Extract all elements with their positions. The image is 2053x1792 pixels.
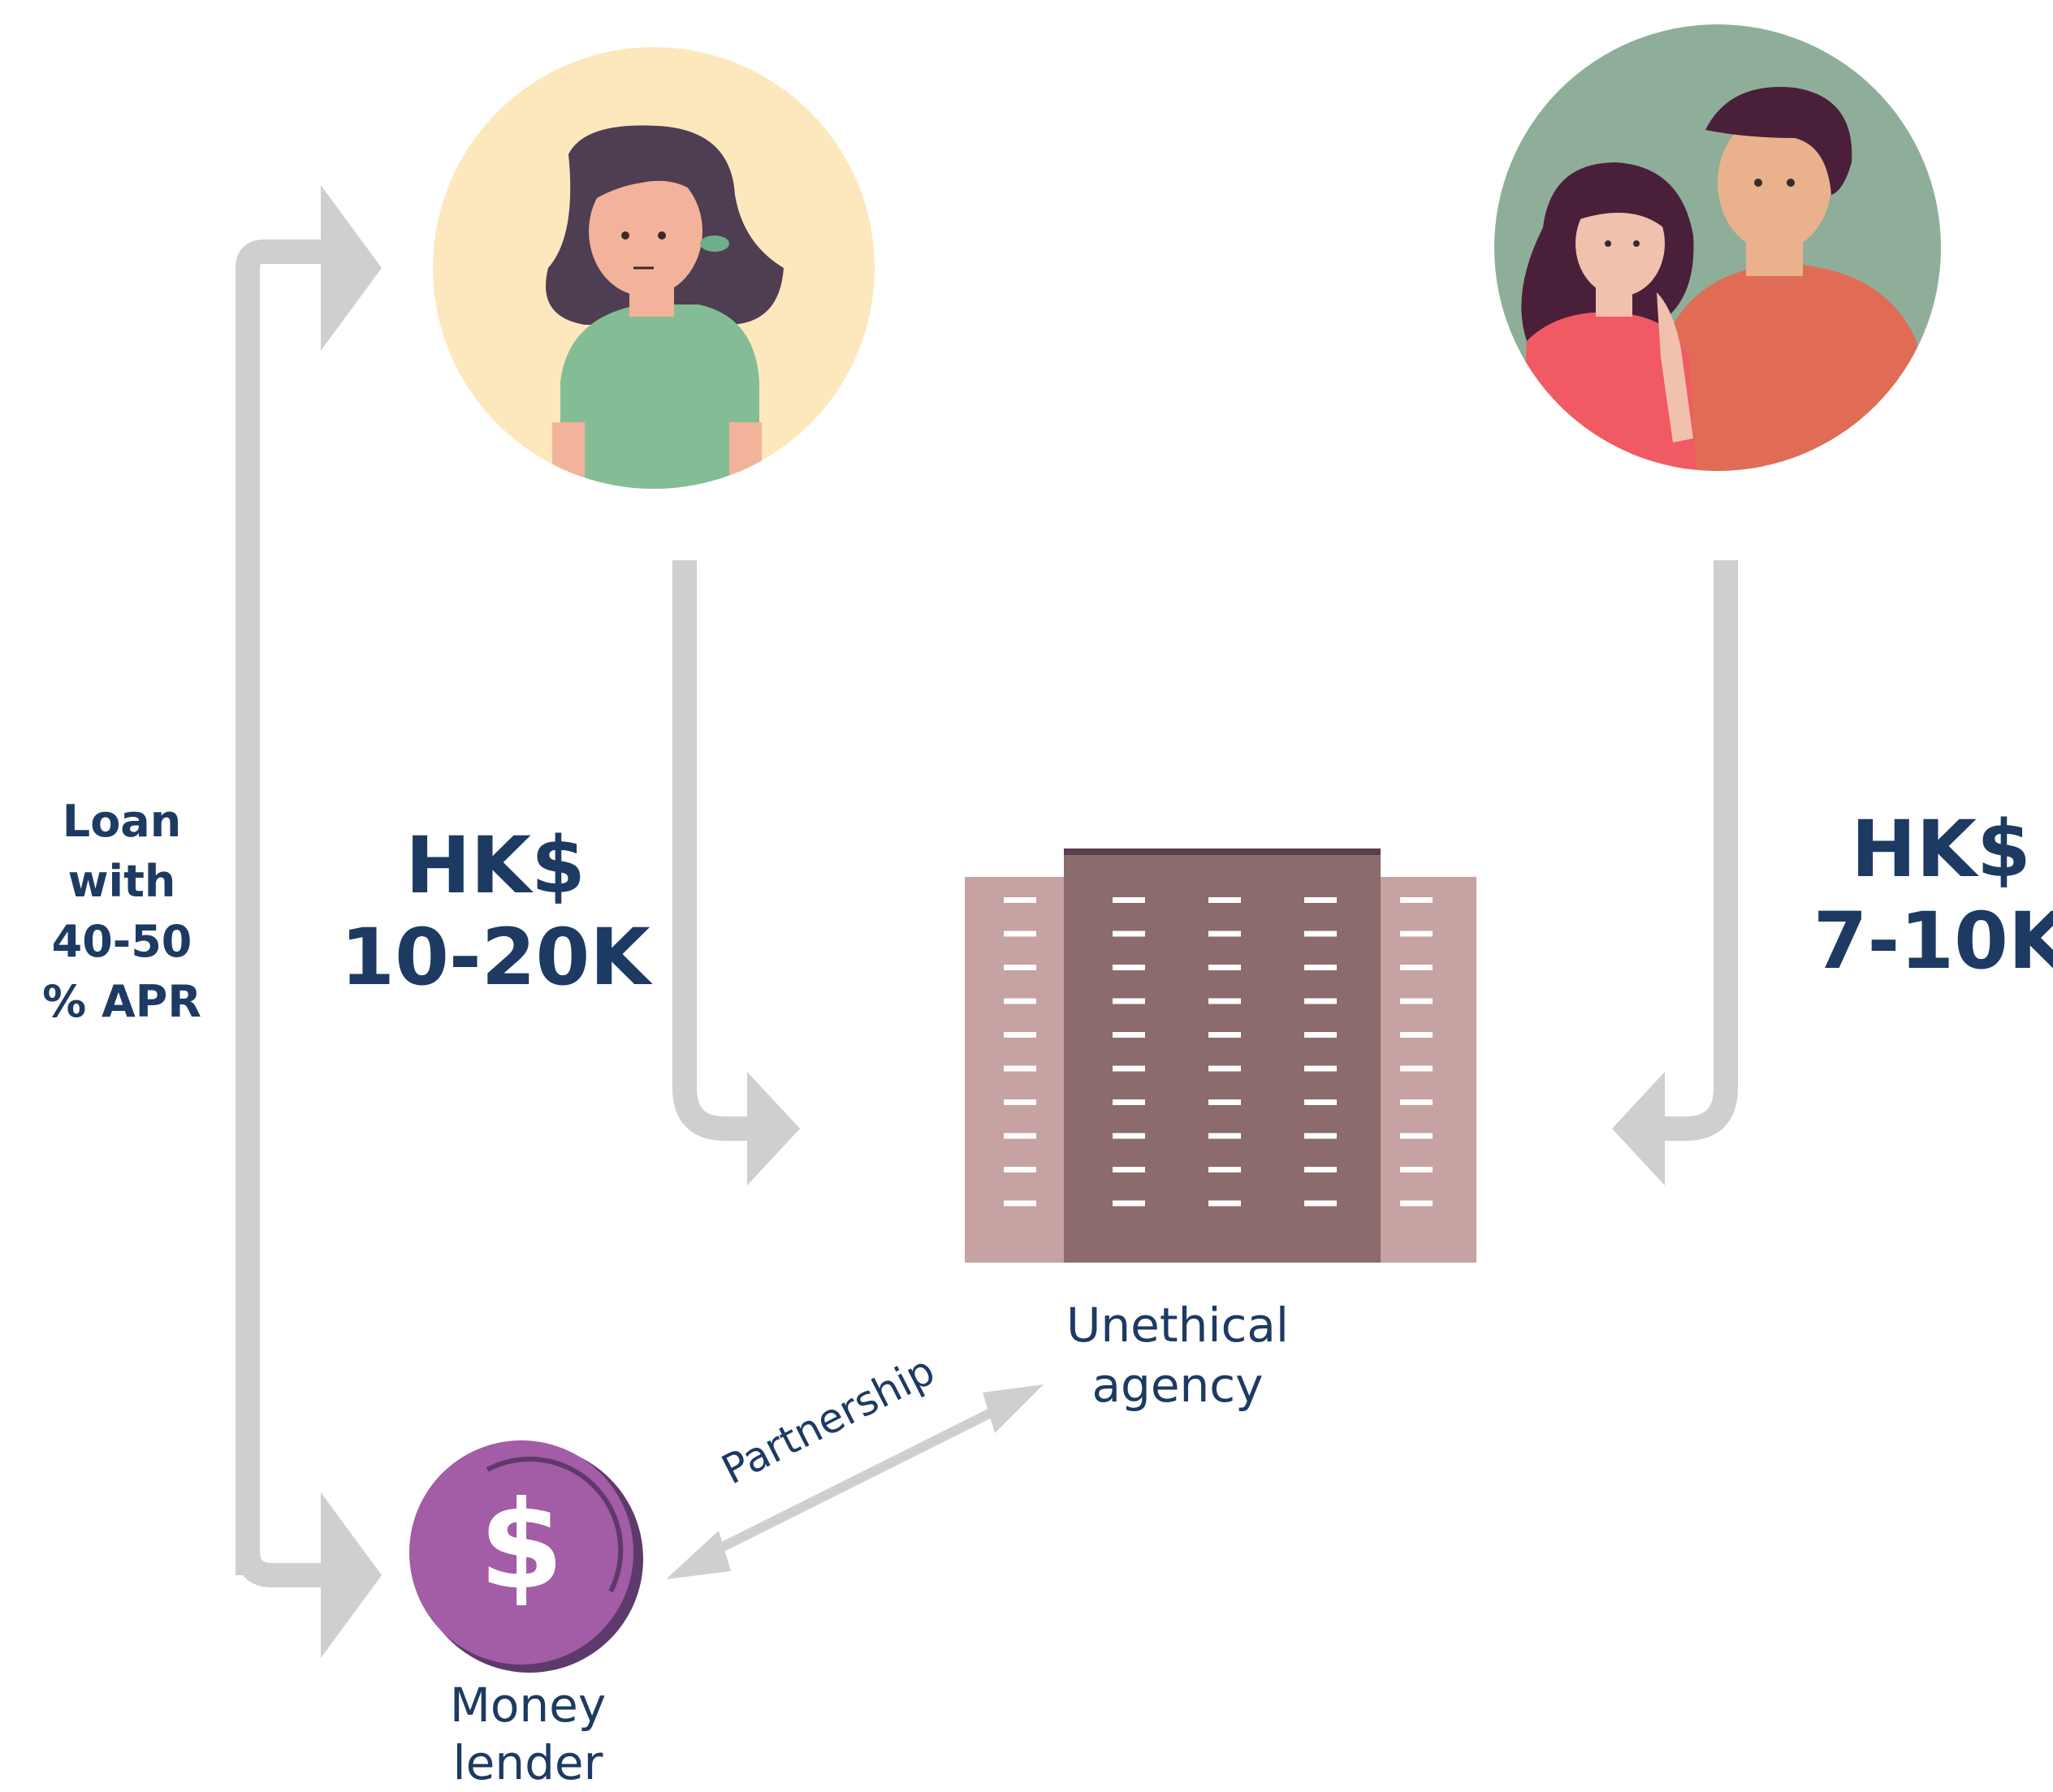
partnership-arrow-line	[696, 1400, 1009, 1564]
building-window	[1113, 1065, 1145, 1072]
flow-arrows	[236, 240, 1738, 1587]
agency-label-line-1: Unethical	[1065, 1298, 1290, 1353]
building-window	[1304, 1167, 1337, 1172]
loan-label: Loan with 40-50 % APR	[16, 792, 227, 1032]
building-window	[1304, 1065, 1337, 1072]
building-window	[1004, 931, 1036, 937]
building-window	[1400, 965, 1433, 970]
svg-text:$: $	[479, 1475, 564, 1617]
loan-line-4: % APR	[42, 975, 201, 1027]
building-window	[1208, 931, 1241, 937]
woman-to-agency-arrow-line	[672, 560, 755, 1141]
building-window	[1004, 1099, 1036, 1105]
building-window	[1208, 1099, 1241, 1105]
arrow-heads	[321, 185, 1665, 1658]
building-window	[1208, 1032, 1241, 1038]
loan-arrow-line	[236, 240, 325, 1587]
building-window	[1004, 1065, 1036, 1072]
loan-line-3: 40-50	[51, 915, 192, 967]
building-icon	[965, 849, 1476, 1263]
building-window	[1400, 931, 1433, 937]
building-window	[1113, 998, 1145, 1004]
agency-label-line-2: agency	[1091, 1358, 1264, 1414]
money-lender-label: Money lender	[390, 1677, 666, 1792]
building-window	[1208, 965, 1241, 970]
building-window	[1400, 897, 1433, 903]
building-window	[1004, 1133, 1036, 1139]
amount-label-left: HK$ 10-20K	[309, 820, 682, 1004]
building-window	[1400, 1065, 1433, 1072]
building-window	[1400, 1099, 1433, 1105]
lender-label-line-2: lender	[452, 1734, 603, 1790]
building-window	[1304, 1200, 1337, 1207]
loan-line-2: with	[67, 855, 176, 907]
building-window	[1208, 1065, 1241, 1072]
lender-label-line-1: Money	[449, 1678, 607, 1733]
dollar-coin-icon: $	[409, 1440, 643, 1673]
building-window	[1400, 1133, 1433, 1139]
building-window	[1004, 1032, 1036, 1038]
amount-label-right: HK$ 7-10K	[1787, 804, 2053, 988]
couple-to-agency-arrow-line	[1657, 560, 1738, 1141]
building-window	[1004, 998, 1036, 1004]
arrowhead-woman-to-agency	[747, 1072, 800, 1185]
building-window	[1004, 1200, 1036, 1207]
building-window	[1400, 998, 1433, 1004]
building-window	[1113, 1133, 1145, 1139]
building-window	[1004, 1167, 1036, 1172]
building-window	[1004, 897, 1036, 903]
building-window	[1113, 1200, 1145, 1207]
arrowhead-to-woman	[321, 185, 382, 351]
amount-left-currency: HK$	[405, 820, 586, 911]
building-window	[1113, 1099, 1145, 1105]
arrowhead-partnership-agency	[983, 1384, 1044, 1433]
building-window	[1304, 1032, 1337, 1038]
building-window	[1208, 1167, 1241, 1172]
building-window	[1304, 965, 1337, 970]
building-window	[1208, 1200, 1241, 1207]
amount-right-value: 7-10K	[1813, 896, 2053, 987]
building-window	[1004, 965, 1036, 970]
building-window	[1304, 1099, 1337, 1105]
amount-left-value: 10-20K	[340, 912, 650, 1004]
amount-right-currency: HK$	[1851, 804, 2031, 895]
building-window	[1113, 897, 1145, 903]
agency-label: Unethical agency	[1015, 1295, 1340, 1415]
building-window	[1208, 897, 1241, 903]
arrowhead-partnership-lender	[666, 1531, 731, 1579]
building-window	[1400, 1032, 1433, 1038]
building-window	[1208, 1133, 1241, 1139]
building-window	[1304, 931, 1337, 937]
building-window	[1113, 965, 1145, 970]
loan-line-1: Loan	[62, 796, 182, 847]
building-window	[1113, 1167, 1145, 1172]
building-window	[1400, 1200, 1433, 1207]
building-window	[1208, 998, 1241, 1004]
building-window	[1304, 897, 1337, 903]
arrowhead-to-lender	[321, 1492, 382, 1658]
building-window	[1400, 1167, 1433, 1172]
couple-portrait	[1494, 24, 1941, 471]
building-window	[1304, 998, 1337, 1004]
woman-portrait	[433, 47, 875, 489]
arrowhead-couple-to-agency	[1612, 1072, 1665, 1185]
building-window	[1113, 931, 1145, 937]
building-window	[1304, 1133, 1337, 1139]
building-window	[1113, 1032, 1145, 1038]
